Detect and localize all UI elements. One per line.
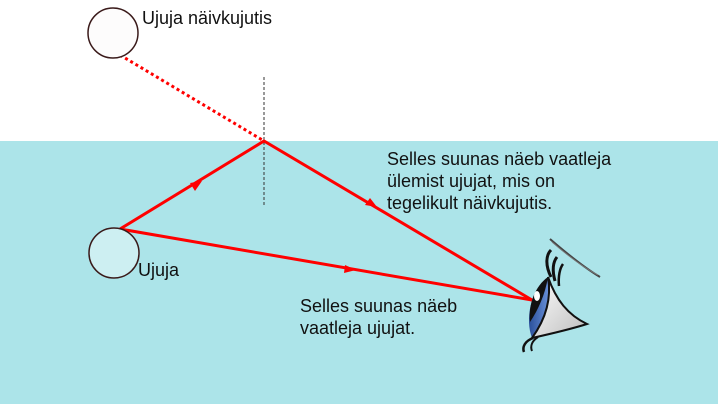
eye-icon xyxy=(522,238,601,353)
arrow-icon xyxy=(190,181,202,191)
direct-ray xyxy=(119,227,533,302)
reflected-direction-label: Selles suunas näeb vaatleja ülemist ujuj… xyxy=(387,149,612,213)
virtual-ray xyxy=(119,53,265,143)
reflected-ray xyxy=(119,139,533,302)
swimmer-circle xyxy=(88,227,140,279)
virtual-image-label: Ujuja näivkujutis xyxy=(142,8,273,28)
virtual-image-circle xyxy=(87,7,139,59)
direct-direction-label: Selles suunas näeb vaatleja ujujat. xyxy=(300,296,458,338)
swimmer-label: Ujuja xyxy=(138,260,180,280)
arrow-icon xyxy=(344,265,356,273)
arrow-icon xyxy=(365,198,377,207)
